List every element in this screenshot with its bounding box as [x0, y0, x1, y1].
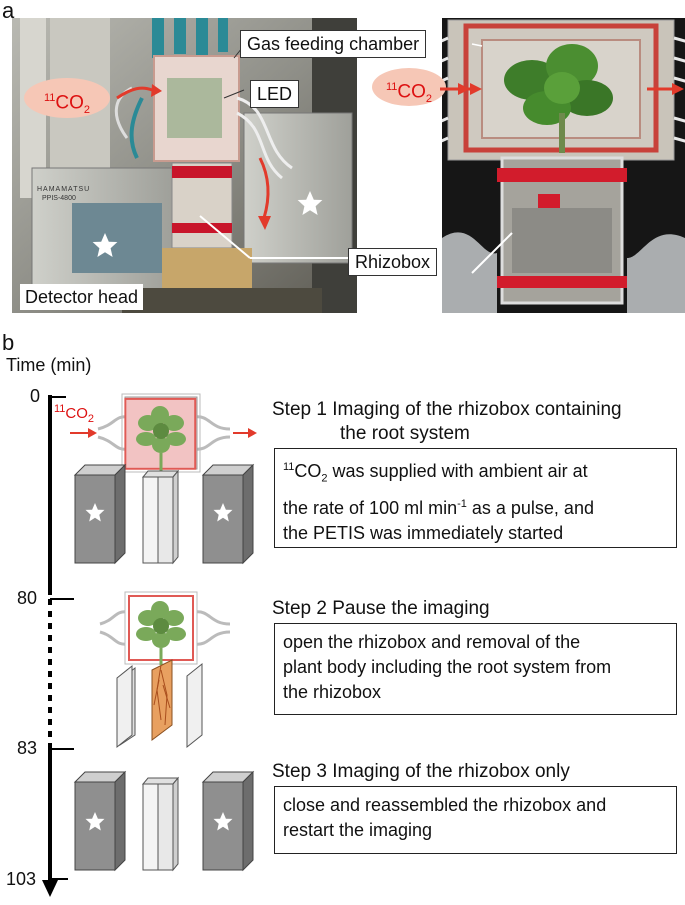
step2-description-box: open the rhizobox and removal of the pla…: [274, 623, 677, 715]
right-co2-arrow: [440, 83, 470, 95]
star-icon: [297, 191, 323, 215]
step2-title: Step 2 Pause the imaging: [272, 598, 490, 619]
left-co2-ellipse: 11CO2: [24, 78, 110, 118]
step2-illustration: [99, 591, 231, 749]
tick-103: 103: [5, 869, 36, 889]
time-axis-title: Time (min): [6, 355, 92, 375]
step1-illustration: [70, 393, 257, 565]
step1-line1: 11CO2 was supplied with ambient air at: [283, 461, 588, 485]
left-photo-petis-setup: HAMAMATSU PPIS-4800: [12, 18, 357, 313]
tick-83: 83: [16, 738, 37, 758]
time-axis: [42, 395, 74, 897]
star-icon: [213, 812, 233, 831]
panel-a-letter: a: [2, 0, 15, 23]
star-icon: [85, 812, 105, 831]
gas-feeding-chamber-callout: Gas feeding chamber: [240, 30, 427, 58]
left-photo-drawing: [12, 18, 357, 313]
panel-b-letter: b: [2, 330, 15, 355]
right-photo-drawing: [442, 18, 685, 313]
right-co2-ellipse: 11CO2: [372, 68, 446, 106]
step1-title: Step 1 Imaging of the rhizobox containin…: [272, 399, 622, 444]
step3-illustration: [73, 770, 255, 872]
right-photo-rhizobox: [442, 18, 685, 313]
step1-description-box: 11CO2 was supplied with ambient air at t…: [274, 448, 677, 548]
rhizobox-callout: Rhizobox: [348, 248, 438, 276]
tick-0: 0: [29, 386, 40, 406]
device-brand-label: HAMAMATSU: [37, 186, 91, 193]
tick-80: 80: [16, 588, 37, 608]
detector-head-callout: Detector head: [20, 284, 144, 310]
star-icon: [92, 233, 118, 257]
star-icon: [213, 503, 233, 522]
star-icon: [85, 503, 105, 522]
step1-co2-label: 11CO2: [54, 403, 95, 425]
step1-line2: the rate of 100 ml min-1 as a pulse, and: [283, 497, 594, 518]
step1-line3: the PETIS was immediately started: [283, 522, 564, 543]
step3-description-box: close and reassembled the rhizobox and r…: [274, 786, 677, 854]
step3-title: Step 3 Imaging of the rhizobox only: [272, 761, 570, 782]
led-callout: LED: [250, 80, 300, 108]
device-model-label: PPIS-4800: [42, 195, 76, 202]
